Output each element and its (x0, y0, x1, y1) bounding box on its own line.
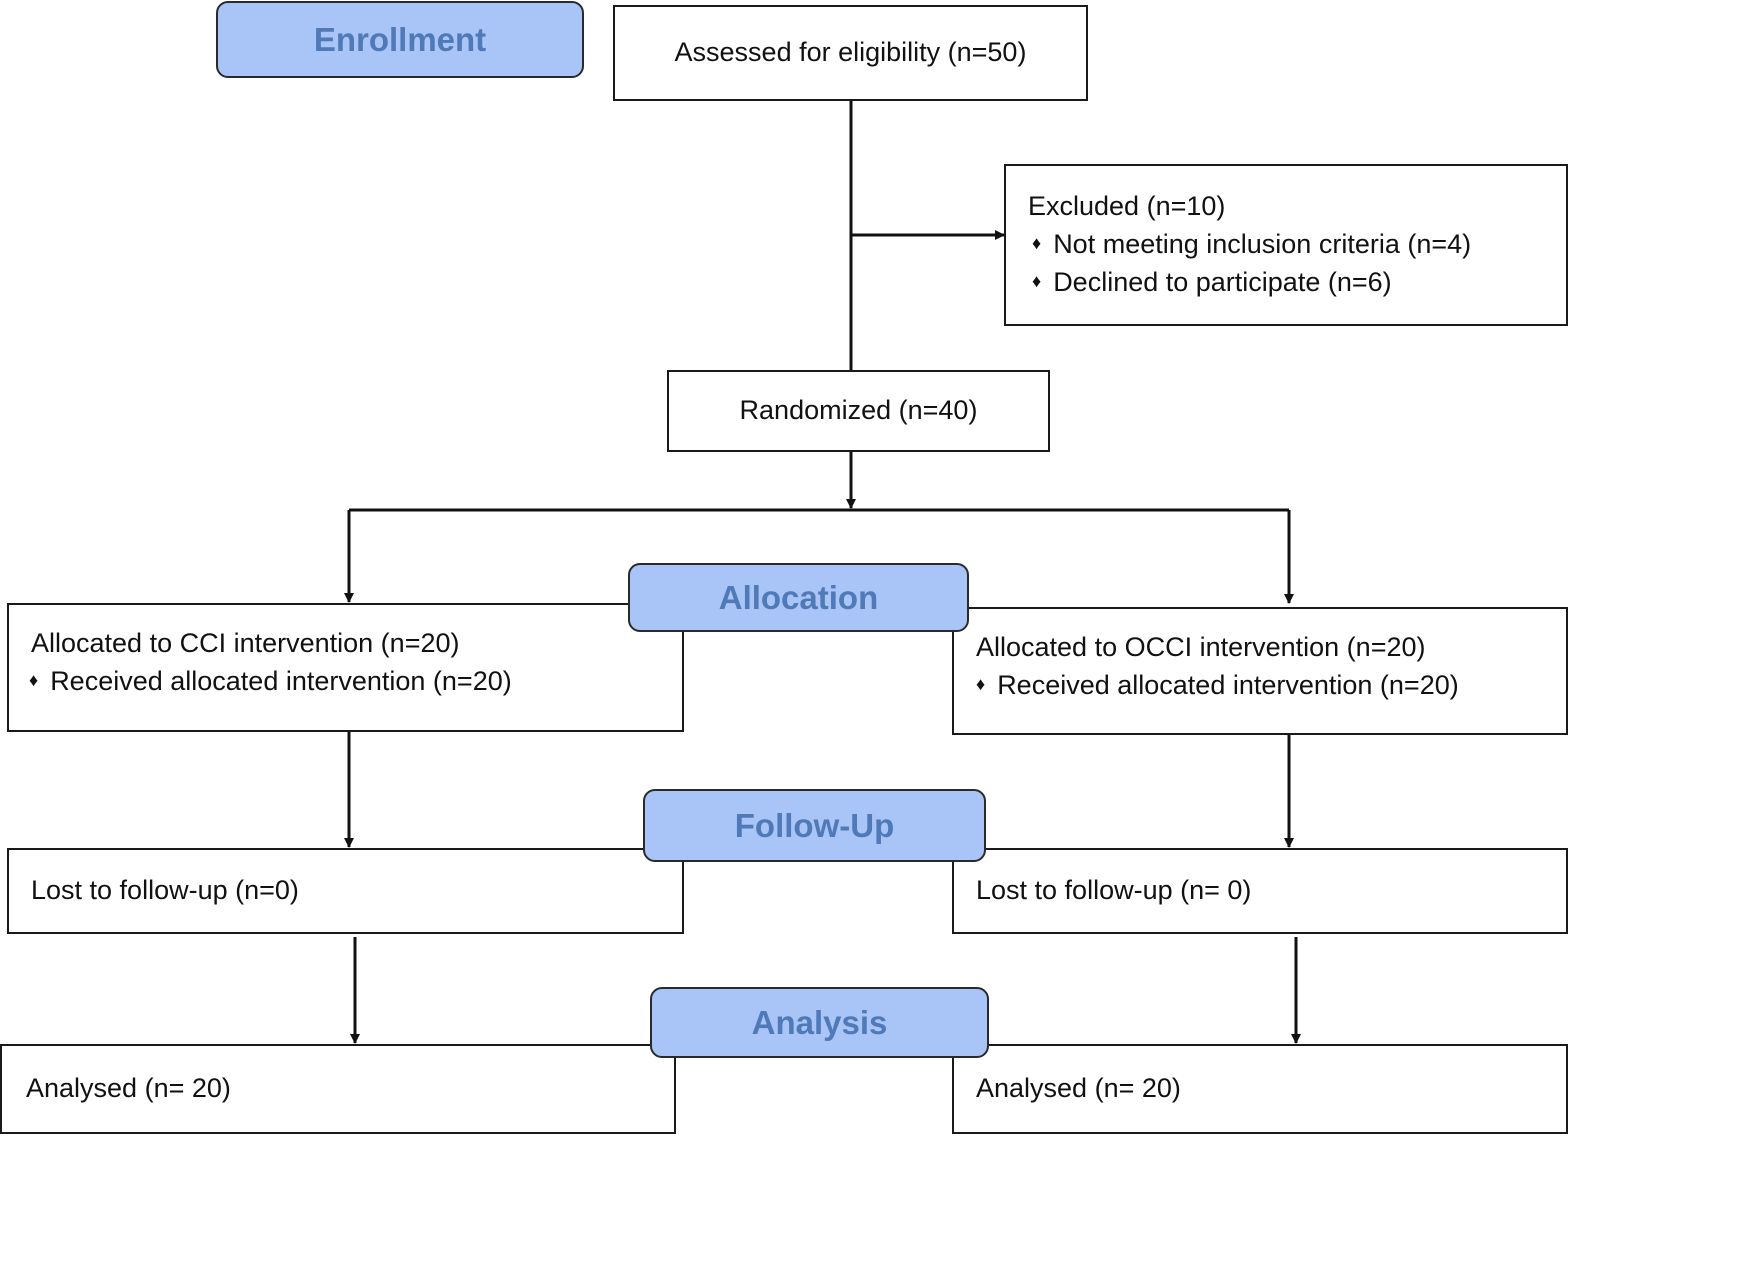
left-allocation-box: Allocated to CCI intervention (n=20) ♦ Re… (7, 603, 684, 732)
phase-follow-up-label: Follow-Up (734, 806, 895, 844)
left-analysed-text: Analysed (n= 20) (26, 1073, 231, 1104)
left-allocated-text: Allocated to CCI intervention (n=20) (31, 628, 460, 658)
left-analysis-box: Analysed (n= 20) (0, 1044, 676, 1134)
excluded-title: Excluded (n=10) (1028, 191, 1226, 221)
phase-follow-up: Follow-Up (643, 789, 986, 862)
diamond-bullet-icon: ♦ (976, 674, 986, 695)
phase-analysis: Analysis (650, 987, 989, 1058)
diamond-bullet-icon: ♦ (1032, 233, 1042, 254)
excluded-item: ♦ Not meeting inclusion criteria (n=4) (1028, 226, 1566, 264)
connector-lines (344, 100, 1301, 1044)
excluded-box: Excluded (n=10) ♦ Not meeting inclusion c… (1004, 164, 1568, 326)
left-followup-box: Lost to follow-up (n=0) (7, 848, 684, 934)
phase-enrollment: Enrollment (216, 1, 584, 78)
right-analysed-text: Analysed (n= 20) (976, 1073, 1181, 1104)
diamond-bullet-icon: ♦ (1032, 270, 1042, 291)
left-lost-text: Lost to follow-up (n=0) (31, 875, 299, 906)
left-received-text: Received allocated intervention (n=20) (50, 665, 512, 696)
right-received-item: ♦ Received allocated intervention (n=20) (976, 667, 1566, 705)
randomized-text: Randomized (n=40) (739, 395, 978, 426)
right-followup-box: Lost to follow-up (n= 0) (952, 848, 1568, 934)
phase-enrollment-label: Enrollment (313, 20, 487, 58)
right-allocated-text: Allocated to OCCI intervention (n=20) (976, 632, 1426, 662)
right-lost-text: Lost to follow-up (n= 0) (976, 875, 1252, 906)
excluded-item-text: Declined to participate (n=6) (1053, 266, 1392, 297)
phase-allocation: Allocation (628, 563, 969, 632)
left-received-item: ♦ Received allocated intervention (n=20) (29, 663, 682, 701)
excluded-item: ♦ Declined to participate (n=6) (1028, 264, 1566, 302)
randomized-box: Randomized (n=40) (667, 370, 1050, 452)
diamond-bullet-icon: ♦ (29, 670, 39, 691)
right-received-text: Received allocated intervention (n=20) (997, 669, 1459, 700)
right-allocation-box: Allocated to OCCI intervention (n=20) ♦ R… (952, 607, 1568, 735)
excluded-item-text: Not meeting inclusion criteria (n=4) (1053, 228, 1472, 259)
assessed-text: Assessed for eligibility (n=50) (674, 37, 1027, 68)
consort-flow-diagram: Enrollment Allocation Follow-Up Analysis… (0, 0, 1568, 1134)
right-analysis-box: Analysed (n= 20) (952, 1044, 1568, 1134)
phase-analysis-label: Analysis (751, 1003, 888, 1041)
assessed-box: Assessed for eligibility (n=50) (613, 5, 1088, 101)
phase-allocation-label: Allocation (718, 578, 879, 616)
